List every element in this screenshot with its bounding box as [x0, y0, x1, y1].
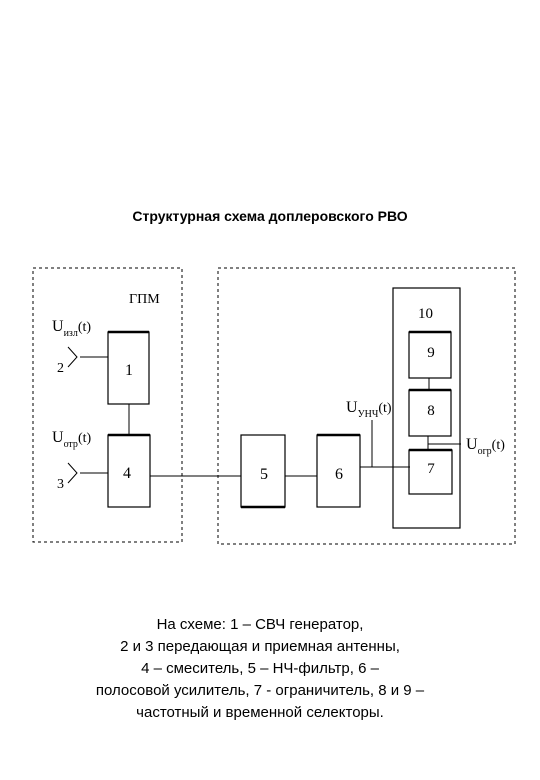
caption-line: полосовой усилитель, 7 - ограничитель, 8…: [95, 682, 425, 699]
block-10-label: 10: [418, 306, 433, 322]
block-8-label: 8: [427, 403, 435, 419]
caption-line: 2 и 3 передающая и приемная антенны,: [120, 638, 400, 655]
antenna-3-icon: [67, 462, 78, 484]
block-1-label: 1: [125, 362, 133, 379]
signal-u-unch: UУНЧ(t): [346, 399, 392, 420]
caption-line: частотный и временной селекторы.: [136, 704, 384, 721]
block-9-label: 9: [427, 345, 435, 361]
caption: На схеме: 1 – СВЧ генератор, 2 и 3 перед…: [40, 614, 480, 724]
block-6-label: 6: [335, 466, 343, 483]
antenna-2-label: 2: [57, 361, 64, 376]
gpm-label: ГПМ: [129, 292, 160, 307]
antenna-2-icon: [67, 346, 78, 368]
diagram-title: Структурная схема доплеровского РВО: [132, 208, 408, 224]
antenna-3-label: 3: [57, 477, 64, 492]
signal-u-otr: Uотр(t): [52, 429, 91, 450]
block-5-label: 5: [260, 466, 268, 483]
signal-u-ogr: Uогр(t): [466, 436, 505, 457]
caption-line: На схеме: 1 – СВЧ генератор,: [156, 616, 364, 633]
gpm-frame: [32, 267, 183, 543]
receiver-frame: [217, 267, 516, 545]
signal-u-izl: Uизл(t): [52, 318, 91, 339]
block-7-label: 7: [427, 461, 435, 477]
caption-line: 4 – смеситель, 5 – НЧ-фильтр, 6 –: [141, 660, 379, 677]
block-10-selector-unit: [392, 287, 461, 529]
block-4-label: 4: [123, 465, 131, 482]
